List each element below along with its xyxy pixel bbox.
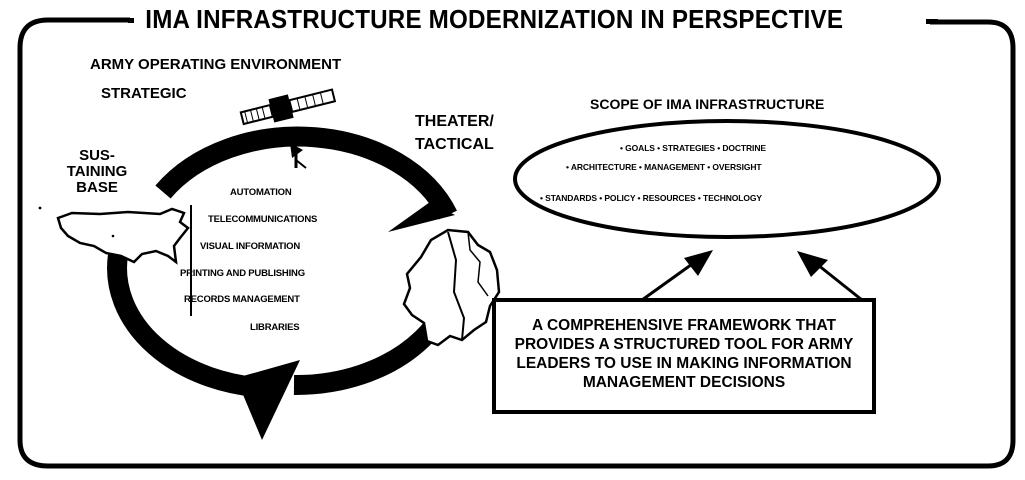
sustaining-base-label: SUS- TAINING BASE	[62, 147, 132, 197]
satellite-icon	[239, 88, 337, 126]
europe-map-icon	[402, 228, 501, 347]
title-rule-right	[926, 19, 938, 24]
cycle-arc-left	[107, 253, 271, 398]
service-item: TELECOMMUNICATIONS	[208, 214, 318, 225]
environment-title: ARMY OPERATING ENVIRONMENT	[90, 56, 342, 73]
framework-line-1: A COMPREHENSIVE FRAMEWORK THAT	[532, 317, 836, 334]
theater-line-1: THEATER/	[415, 113, 494, 130]
sustaining-line-1: SUS-	[79, 147, 115, 164]
cycle-ring	[107, 126, 467, 440]
sustaining-line-2: TAINING	[66, 163, 128, 181]
arrow-head-east	[388, 202, 455, 232]
service-item: PRINTING AND PUBLISHING	[180, 268, 305, 279]
scope-ellipse	[513, 119, 941, 239]
service-item: LIBRARIES	[250, 322, 300, 333]
cycle-highlight	[182, 147, 426, 221]
framework-arrows	[641, 250, 863, 302]
scope-title: SCOPE OF IMA INFRASTRUCTURE	[590, 96, 825, 112]
service-item: AUTOMATION	[230, 187, 292, 198]
page-title: IMA INFRASTRUCTURE MODERNIZATION IN PERS…	[136, 4, 853, 35]
theater-line-2: TACTICAL	[415, 136, 494, 154]
arrow-head-south	[236, 360, 300, 440]
theater-label: THEATER/ TACTICAL	[415, 113, 494, 154]
service-item: RECORDS MANAGEMENT	[184, 294, 300, 305]
scope-row-2: • ARCHITECTURE • MANAGEMENT • OVERSIGHT	[566, 162, 762, 172]
service-item: VISUAL INFORMATION	[200, 241, 301, 252]
sustaining-line-3: BASE	[76, 179, 118, 197]
framework-box: A COMPREHENSIVE FRAMEWORK THAT PROVIDES …	[492, 298, 876, 414]
outer-frame	[17, 17, 1016, 469]
us-map-icon	[56, 207, 190, 265]
cycle-arc-top	[155, 126, 457, 220]
arrow-head-up-right	[797, 251, 828, 277]
title-rule-left	[128, 18, 134, 23]
framework-line-2: PROVIDES A STRUCTURED TOOL FOR ARMY	[514, 336, 854, 353]
arrow-head-up-left	[684, 250, 713, 276]
framework-text: A COMPREHENSIVE FRAMEWORK THAT PROVIDES …	[496, 316, 872, 392]
framework-line-3: LEADERS TO USE IN MAKING INFORMATION	[516, 355, 852, 372]
antenna-icon	[290, 143, 307, 169]
scope-row-3: • STANDARDS • POLICY • RESOURCES • TECHN…	[540, 193, 762, 203]
strategic-label: STRATEGIC	[101, 85, 187, 102]
scope-row-1: • GOALS • STRATEGIES • DOCTRINE	[620, 143, 766, 153]
framework-line-4: MANAGEMENT DECISIONS	[582, 374, 786, 391]
